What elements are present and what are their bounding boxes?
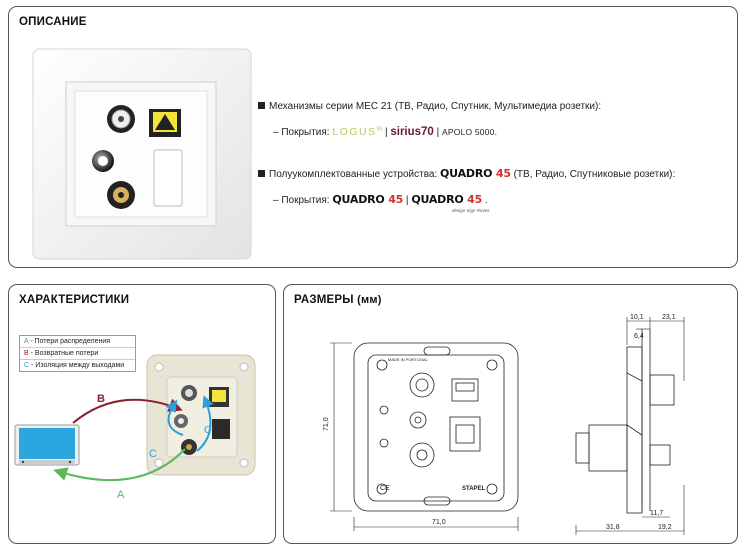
socket-mechanism-image <box>146 354 256 476</box>
side-view-drawing <box>575 329 675 514</box>
bullet-square <box>258 170 265 177</box>
dim-side-top-left: 10,1 <box>630 314 644 321</box>
sirius-logo: sirius70 <box>390 126 434 138</box>
dim-side-bottom-left: 31,8 <box>606 524 620 531</box>
legend: A - Потери распределения B - Возвратные … <box>19 335 136 372</box>
description-panel: ОПИСАНИЕ Механизмы серии MEC 21 (ТВ, Рад… <box>8 6 738 268</box>
coatings-line-1: – Покрытия: LOGUS90 | sirius70 | APOLO 5… <box>273 126 498 138</box>
characteristics-diagram: B A C C <box>14 354 256 501</box>
dim-width: 71,0 <box>432 519 446 526</box>
legend-item-a: A - Потери распределения <box>20 336 135 348</box>
product-photo <box>32 48 252 260</box>
description-title: ОПИСАНИЕ <box>19 16 87 28</box>
arrow-label-c2: C <box>204 425 211 436</box>
logus-logo: LOGUS90 <box>332 126 383 138</box>
arrow-label-b: B <box>97 393 105 405</box>
plate-made-text: MADE IN PORTUGAL <box>388 357 428 362</box>
dim-height: 71,0 <box>323 417 330 431</box>
dim-side-bottom-right: 19,2 <box>658 524 672 531</box>
dimensions-title: РАЗМЕРЫ (мм) <box>294 294 382 306</box>
design-note: design Sign Roves <box>452 208 490 213</box>
legend-item-b: B - Возвратные потери <box>20 348 135 360</box>
dimensions-drawing: MADE IN PORTUGAL STAPEL CE 71,0 71,0 <box>323 314 685 535</box>
dim-side-small: 6,4 <box>634 333 644 340</box>
characteristics-panel: ХАРАКТЕРИСТИКИ A - Потери распределения … <box>8 284 276 544</box>
coatings-line-2: – Покрытия: QUADRO 45 | QUADRO 45 . <box>273 193 488 206</box>
description-line-1: Механизмы серии MEC 21 (ТВ, Радио, Спутн… <box>258 101 601 112</box>
description-line-2: Полуукомплектованные устройства: QUADRO … <box>258 167 675 180</box>
dimensions-panel: РАЗМЕРЫ (мм) MADE IN PORTUGAL STAPEL CE … <box>283 284 738 544</box>
quadro-logo-b: QUADRO 45 <box>332 193 404 206</box>
dim-side-top-right: 23,1 <box>662 314 676 321</box>
legend-item-c: C - Изоляция между выходами <box>24 362 125 369</box>
quadro-logo: QUADRO 45 <box>440 167 511 180</box>
plate-ce-text: CE <box>380 485 390 492</box>
tv-monitor-icon <box>14 424 80 466</box>
arrow-label-a: A <box>117 489 125 501</box>
apolo-logo: APOLO 5000. <box>442 127 498 137</box>
dim-side-bottom-small: 11,7 <box>650 510 663 517</box>
bullet-square <box>258 102 265 109</box>
front-view-drawing <box>353 342 519 512</box>
quadro-logo-c: QUADRO 45 <box>411 193 483 206</box>
arrow-label-c1: C <box>149 448 157 460</box>
characteristics-title: ХАРАКТЕРИСТИКИ <box>19 294 130 306</box>
plate-brand-text: STAPEL <box>462 486 486 492</box>
